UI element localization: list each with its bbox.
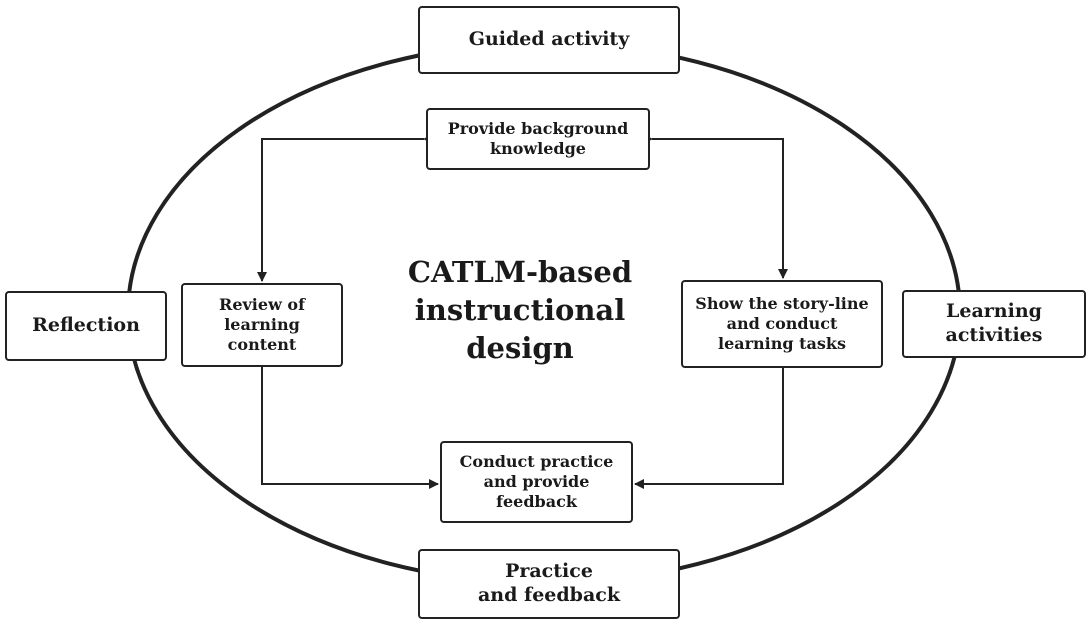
center-title-text: CATLM-based instructional design (407, 254, 633, 366)
connector-top-right (643, 134, 788, 279)
connector-bottom-right (634, 368, 784, 489)
connector-bottom-left (257, 358, 439, 489)
node-reflection-label: Reflection (32, 314, 140, 337)
node-learning-activities: Learning activities (902, 290, 1086, 358)
node-conduct-practice-label: Conduct practice and provide feedback (459, 452, 614, 511)
connector-top-left (257, 134, 433, 282)
node-show-story-line-label: Show the story-line and conduct learning… (695, 294, 869, 353)
node-show-story-line: Show the story-line and conduct learning… (681, 280, 883, 368)
node-review-of-learning-content: Review of learning content (181, 283, 343, 367)
node-review-of-learning-content-label: Review of learning content (219, 295, 305, 354)
node-learning-activities-label: Learning activities (945, 300, 1043, 346)
node-reflection: Reflection (5, 291, 167, 361)
node-practice-and-feedback-label: Practice and feedback (478, 560, 620, 606)
node-provide-background-knowledge-label: Provide background knowledge (447, 119, 629, 158)
node-provide-background-knowledge: Provide background knowledge (426, 108, 650, 170)
node-guided-activity-label: Guided activity (468, 28, 630, 51)
node-guided-activity: Guided activity (418, 6, 680, 74)
node-practice-and-feedback: Practice and feedback (418, 549, 680, 619)
center-title: CATLM-based instructional design (380, 250, 660, 370)
node-conduct-practice: Conduct practice and provide feedback (440, 441, 633, 523)
